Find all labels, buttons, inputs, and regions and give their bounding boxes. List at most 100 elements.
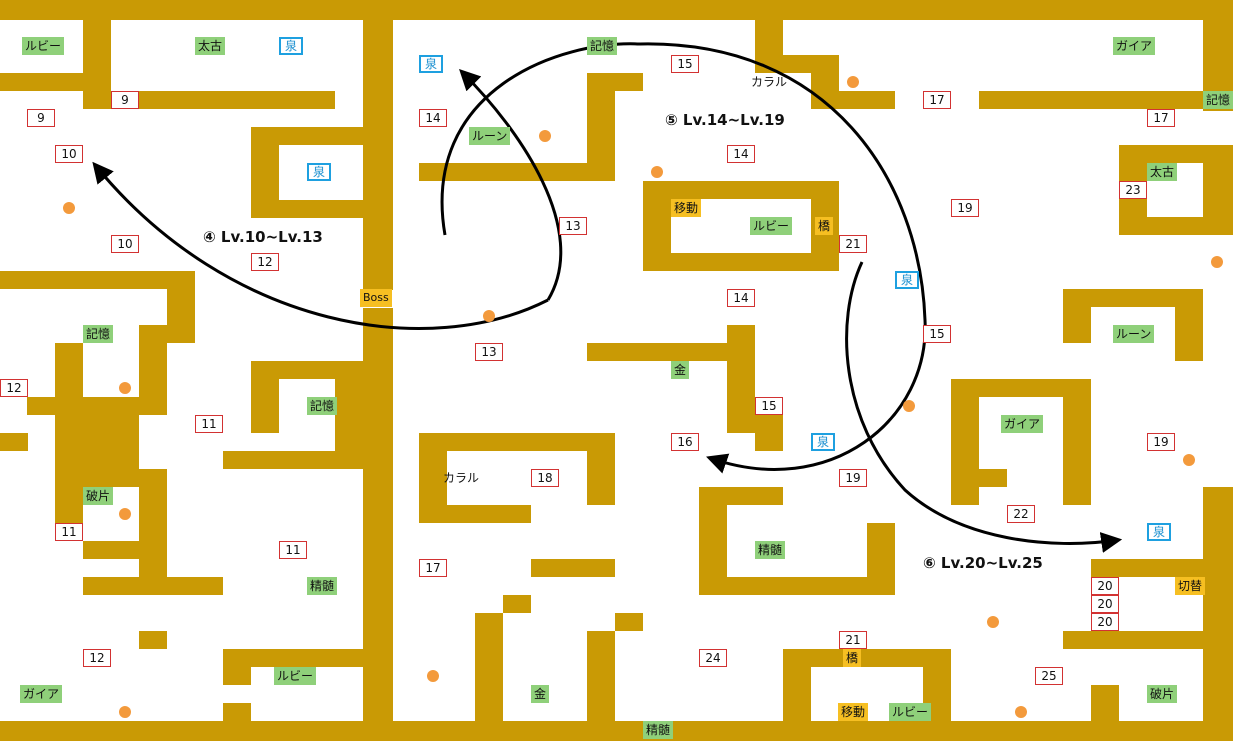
level-box: 21 [839, 631, 867, 649]
wall [167, 271, 195, 343]
level-box: 9 [111, 91, 139, 109]
karaku-item: カラル [751, 75, 788, 89]
kioku-item: 記憶 [587, 37, 618, 55]
gaia-item: ガイア [1001, 415, 1044, 433]
wall [1119, 217, 1203, 235]
level-box: 11 [55, 523, 83, 541]
wall [223, 649, 363, 667]
level-box: 21 [839, 235, 867, 253]
level-box: 20 [1091, 577, 1119, 595]
level-box: 13 [559, 217, 587, 235]
wall [951, 379, 979, 505]
level-box: 15 [671, 55, 699, 73]
level-box: 19 [839, 469, 867, 487]
kioku-item: 記憶 [83, 325, 114, 343]
karaku-item: カラル [443, 471, 480, 485]
rune-item: ルーン [469, 127, 511, 145]
level-box: 17 [1147, 109, 1175, 127]
enemy-dot [63, 202, 75, 214]
wall [1063, 379, 1091, 505]
ruby-item: ルビー [750, 217, 793, 235]
wall [979, 91, 1203, 109]
level-box: 20 [1091, 595, 1119, 613]
level-box: 11 [279, 541, 307, 559]
wall [0, 271, 195, 289]
wall [1203, 487, 1233, 741]
kin-item: 金 [671, 361, 690, 379]
seizui-item: 精髄 [755, 541, 786, 559]
level-box: 14 [419, 109, 447, 127]
enemy-dot [119, 382, 131, 394]
boss-marker: Boss [360, 289, 392, 307]
level-box: 18 [531, 469, 559, 487]
ruby-item: ルビー [22, 37, 65, 55]
wall [643, 253, 839, 271]
level-box: 19 [1147, 433, 1175, 451]
level-box: 23 [1119, 181, 1147, 199]
seizui-item: 精髄 [307, 577, 338, 595]
wall [363, 308, 393, 741]
wall [531, 559, 615, 577]
level-box: 17 [419, 559, 447, 577]
wall [1063, 631, 1233, 649]
wall [0, 721, 1233, 741]
gaia-item: ガイア [20, 685, 63, 703]
level-box: 22 [1007, 505, 1035, 523]
bridge-item: 橋 [815, 217, 834, 235]
wall [1091, 559, 1233, 577]
ruby-item: ルビー [889, 703, 932, 721]
kioku-item: 記憶 [307, 397, 338, 415]
level-box: 14 [727, 289, 755, 307]
route-arrow [845, 261, 1123, 553]
wall [503, 595, 531, 613]
kirikae-item: 切替 [1175, 577, 1206, 595]
wall [139, 631, 167, 649]
seizui-item: 精髄 [643, 721, 674, 739]
taiko-item: 太古 [1147, 163, 1178, 181]
level-box: 17 [923, 91, 951, 109]
enemy-dot [651, 166, 663, 178]
bridge-item: 橋 [843, 649, 862, 667]
enemy-dot [119, 706, 131, 718]
wall [251, 200, 363, 218]
level-box: 10 [111, 235, 139, 253]
idou-item: 移動 [671, 199, 702, 217]
level-box: 10 [55, 145, 83, 163]
wall [83, 469, 167, 487]
ruby-item: ルビー [274, 667, 317, 685]
spring-marker: 泉 [279, 37, 304, 55]
spring-marker: 泉 [307, 163, 332, 181]
wall [419, 163, 615, 181]
enemy-dot [903, 400, 915, 412]
wall [27, 397, 167, 415]
enemy-dot [119, 508, 131, 520]
enemy-dot [539, 130, 551, 142]
route-arrow [459, 69, 563, 301]
enemy-dot [483, 310, 495, 322]
idou-item: 移動 [838, 703, 869, 721]
zone-label: ⑤ Lv.14~Lv.19 [665, 111, 785, 129]
level-box: 15 [923, 325, 951, 343]
enemy-dot [987, 616, 999, 628]
level-box: 15 [755, 397, 783, 415]
wall [419, 505, 531, 523]
wall [475, 613, 503, 721]
wall [83, 541, 139, 559]
wall [587, 73, 643, 91]
wall [1063, 289, 1203, 307]
level-box: 9 [27, 109, 55, 127]
wall [811, 91, 895, 109]
level-box: 12 [251, 253, 279, 271]
wall [0, 73, 111, 91]
enemy-dot [847, 76, 859, 88]
wall [587, 631, 615, 721]
wall [783, 649, 811, 721]
wall [615, 613, 643, 631]
level-box: 12 [0, 379, 28, 397]
wall [1175, 289, 1203, 361]
wall [139, 487, 167, 577]
wall [643, 181, 839, 199]
spring-marker: 泉 [895, 271, 920, 289]
wall [783, 649, 951, 667]
